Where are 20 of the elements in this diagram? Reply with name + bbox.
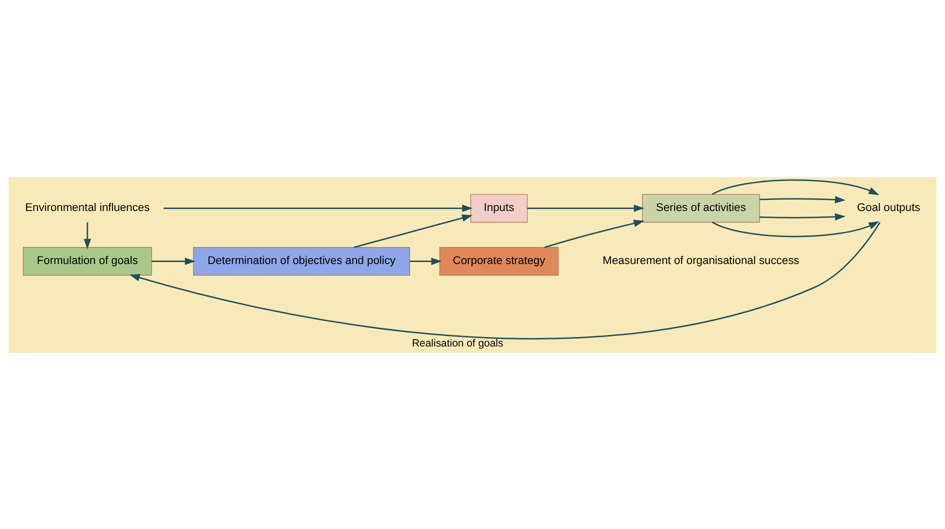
arrow — [152, 257, 196, 264]
arrow — [129, 222, 880, 339]
arrow — [84, 222, 92, 249]
node-text: Environmental influences — [25, 201, 150, 214]
arrow — [354, 214, 473, 248]
node-text: Goal outputs — [857, 201, 920, 214]
arrow — [760, 196, 846, 203]
label: Measurement of organisational success — [602, 254, 800, 266]
node-box: Formulation of goals — [22, 246, 152, 276]
arrow — [410, 257, 442, 264]
node-box: Corporate strategy — [439, 246, 559, 276]
node-box: Series of activities — [642, 193, 760, 222]
edge-label: Realisation of goals — [412, 338, 504, 350]
arrow — [712, 220, 880, 237]
arrow — [164, 204, 473, 212]
arrow — [544, 219, 644, 248]
arrow — [760, 212, 846, 220]
node-box: Inputs — [470, 193, 528, 222]
node-box: Determination of objectives and policy — [193, 246, 410, 276]
arrow — [527, 204, 644, 212]
